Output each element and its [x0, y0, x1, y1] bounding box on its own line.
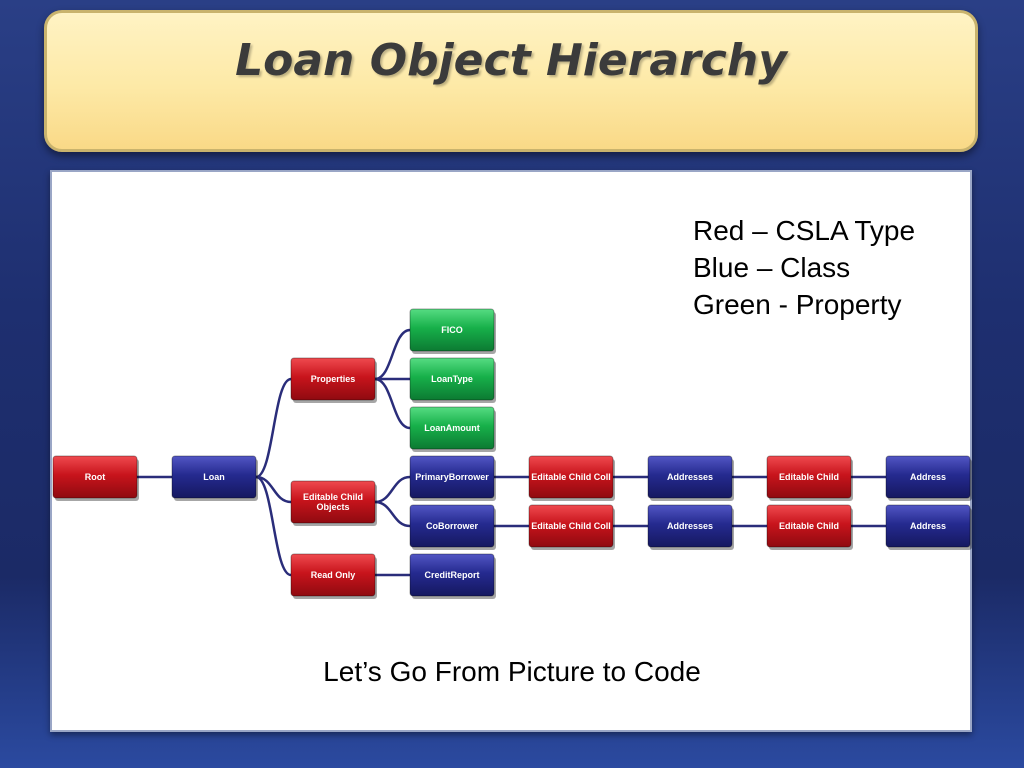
- node-box: [409, 357, 495, 401]
- node-coborrower: CoBorrower: [409, 504, 496, 550]
- connector-properties-fico: [374, 328, 411, 381]
- node-label: CoBorrower: [426, 521, 479, 531]
- node-read-only: Read Only: [290, 553, 377, 599]
- connector-properties-loanamount: [374, 377, 411, 430]
- node-box: [409, 553, 495, 597]
- color-legend: Red – CSLA Type Blue – Class Green - Pro…: [693, 212, 915, 323]
- node-label: Addresses: [667, 521, 713, 531]
- node-box: [409, 504, 495, 548]
- node-box: [409, 308, 495, 352]
- node-ecc1: Editable Child Coll: [528, 455, 615, 501]
- node-loanamount: LoanAmount: [409, 406, 496, 452]
- node-label: Objects: [316, 502, 349, 512]
- node-box: [171, 455, 257, 499]
- slide-title: Loan Object Hierarchy: [235, 35, 787, 86]
- node-label: PrimaryBorrower: [415, 472, 489, 482]
- node-label: Address: [910, 472, 946, 482]
- node-addresses1: Addresses: [647, 455, 734, 501]
- node-box: [766, 455, 852, 499]
- node-box: [885, 455, 971, 499]
- connector-loan-properties: [255, 377, 292, 479]
- node-label: Loan: [203, 472, 225, 482]
- node-ec1: Editable Child: [766, 455, 853, 501]
- node-address1: Address: [885, 455, 972, 501]
- node-creditreport: CreditReport: [409, 553, 496, 599]
- content-panel: [50, 170, 972, 732]
- node-address2: Address: [885, 504, 972, 550]
- node-box: [647, 455, 733, 499]
- node-box: [528, 455, 614, 499]
- node-label: Properties: [311, 374, 356, 384]
- node-box: [409, 406, 495, 450]
- node-label: Editable Child: [779, 521, 839, 531]
- node-box: [647, 504, 733, 548]
- node-box: [290, 553, 376, 597]
- node-label: Editable Child Coll: [531, 521, 611, 531]
- node-label: Read Only: [311, 570, 356, 580]
- node-root: Root: [52, 455, 139, 501]
- node-label: Editable Child: [303, 492, 363, 502]
- node-loan: Loan: [171, 455, 258, 501]
- node-box: [528, 504, 614, 548]
- node-ec2: Editable Child: [766, 504, 853, 550]
- node-label: Editable Child Coll: [531, 472, 611, 482]
- node-box: [290, 480, 376, 524]
- connector-editable-child-objects-primaryborrower: [374, 475, 411, 504]
- connector-editable-child-objects-coborrower: [374, 500, 411, 528]
- node-box: [409, 455, 495, 499]
- node-primaryborrower: PrimaryBorrower: [409, 455, 496, 501]
- title-banner: Loan Object Hierarchy: [44, 10, 978, 152]
- node-properties: Properties: [290, 357, 377, 403]
- node-label: CreditReport: [424, 570, 479, 580]
- legend-item-green: Green - Property: [693, 289, 902, 320]
- node-label: Address: [910, 521, 946, 531]
- node-label: Addresses: [667, 472, 713, 482]
- node-box: [885, 504, 971, 548]
- node-ecc2: Editable Child Coll: [528, 504, 615, 550]
- legend-item-red: Red – CSLA Type: [693, 215, 916, 246]
- connector-loan-read-only: [255, 475, 292, 577]
- caption-text: Let’s Go From Picture to Code: [323, 656, 701, 687]
- node-loantype: LoanType: [409, 357, 496, 403]
- node-box: [52, 455, 138, 499]
- node-addresses2: Addresses: [647, 504, 734, 550]
- node-box: [290, 357, 376, 401]
- legend-item-blue: Blue – Class: [693, 252, 851, 283]
- node-label: Editable Child: [779, 472, 839, 482]
- node-label: LoanType: [431, 374, 473, 384]
- node-fico: FICO: [409, 308, 496, 354]
- node-label: Root: [85, 472, 106, 482]
- node-box: [766, 504, 852, 548]
- node-label: LoanAmount: [424, 423, 480, 433]
- node-label: FICO: [441, 325, 463, 335]
